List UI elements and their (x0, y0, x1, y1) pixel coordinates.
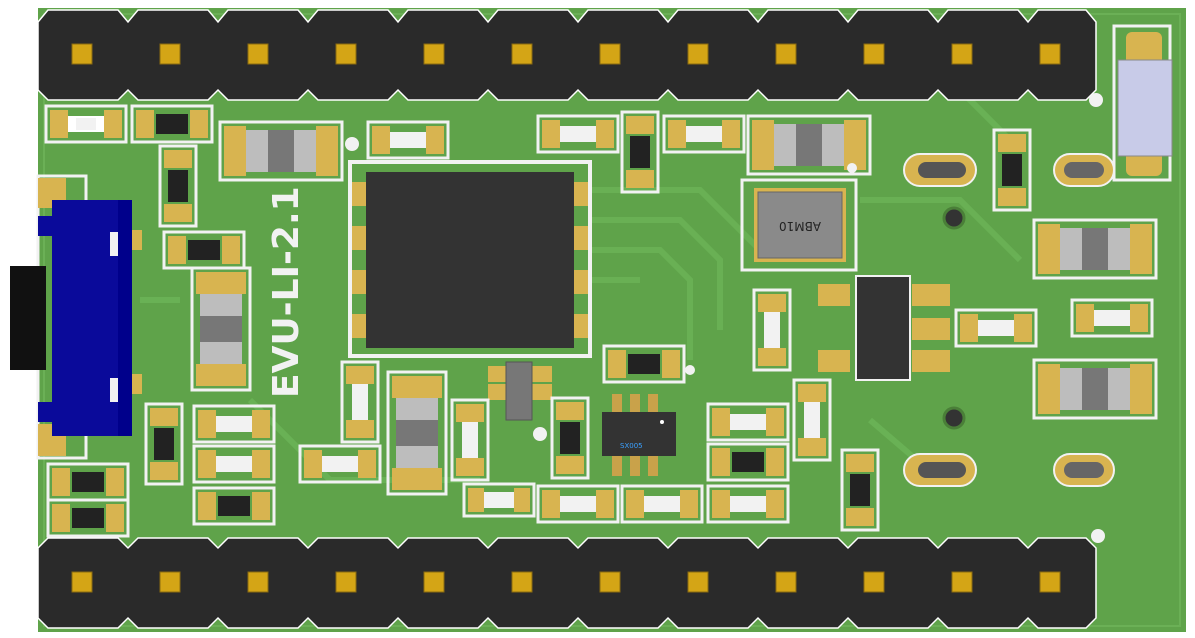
passive-components (44, 104, 1154, 538)
small-ic: SX005 (602, 394, 676, 476)
sot-transistor (488, 361, 552, 421)
header-pin (335, 43, 357, 65)
header-pin (335, 571, 357, 593)
header-pin (71, 43, 93, 65)
header-pin (775, 43, 797, 65)
soic-chip (818, 275, 950, 381)
header-pin (951, 571, 973, 593)
header-pin (687, 43, 709, 65)
fiducials (345, 93, 1105, 543)
header-pin (511, 571, 533, 593)
header-pin (247, 571, 269, 593)
board-label: EVU-LI-2.1 (266, 186, 307, 398)
header-pin (687, 571, 709, 593)
header-pin (247, 43, 269, 65)
crystal-or-fuse (1112, 24, 1173, 182)
main-chip (348, 160, 592, 358)
header-pin (423, 43, 445, 65)
ic-marking: SX005 (620, 442, 643, 450)
inductor: ABM10 (740, 178, 858, 272)
header-pin (159, 43, 181, 65)
header-pin (951, 43, 973, 65)
header-pin (863, 571, 885, 593)
top-pin-header (37, 9, 1097, 101)
bottom-pin-header (37, 537, 1097, 629)
header-pin (1039, 43, 1061, 65)
header-pin (775, 571, 797, 593)
usb-connector (10, 174, 142, 460)
inductor-marking: ABM10 (779, 219, 821, 233)
header-pin (599, 43, 621, 65)
header-pin (511, 43, 533, 65)
header-pin (159, 571, 181, 593)
header-pin (71, 571, 93, 593)
large-capacitors (190, 114, 1158, 496)
header-pin (1039, 571, 1061, 593)
slot-pads (903, 153, 1115, 487)
header-pin (423, 571, 445, 593)
header-pin (599, 571, 621, 593)
header-pin (863, 43, 885, 65)
